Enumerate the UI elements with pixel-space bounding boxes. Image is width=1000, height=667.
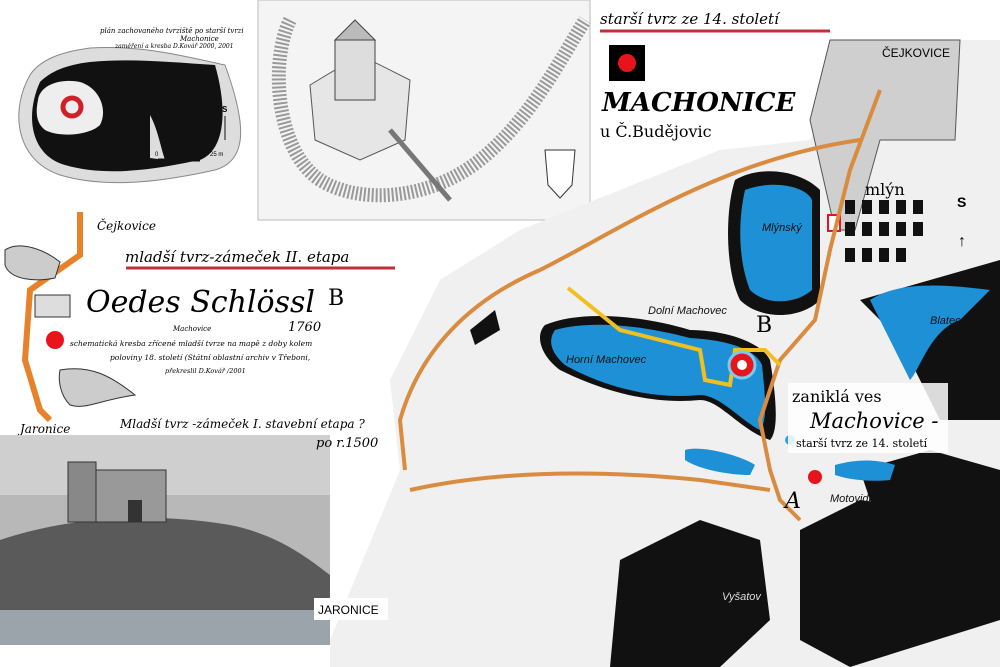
heading-subtitle: u Č.Budějovic bbox=[600, 121, 712, 141]
fort-marker-ring bbox=[60, 95, 84, 119]
label-vysatov: Vyšatov bbox=[722, 591, 762, 603]
engraving-caption: Mladší tvrz -zámeček I. stavební etapa ? bbox=[119, 417, 365, 431]
pond-mlynsky bbox=[740, 184, 812, 302]
label-jaronice: JARONICE bbox=[318, 603, 379, 617]
label-b-old: B bbox=[328, 286, 344, 311]
label-lost-village: zaniklá ves bbox=[792, 387, 882, 406]
label-younger-fort: mladší tvrz-zámeček II. etapa bbox=[125, 248, 349, 266]
label-mill: mlýn bbox=[865, 180, 905, 199]
old-road bbox=[21, 212, 83, 423]
pond-blatec bbox=[870, 285, 990, 380]
label-horni-machovec: Horní Machovec bbox=[566, 354, 647, 366]
engraving-date: po r.1500 bbox=[316, 436, 378, 451]
fort-b-marker bbox=[46, 331, 64, 349]
label-cejkovice-old: Čejkovice bbox=[97, 217, 156, 233]
heading: starší tvrz ze 14. století MACHONICE u Č… bbox=[600, 10, 830, 141]
old-map-1760: Čejkovice mladší tvrz-zámeček II. etapa … bbox=[4, 212, 395, 436]
label-mlynsky: Mlýnský bbox=[762, 222, 803, 234]
pond-machovec bbox=[551, 324, 766, 430]
scale-start: 0 bbox=[155, 152, 159, 158]
label-year: 1760 bbox=[288, 320, 321, 335]
plan-title: plán zachovaného tvrziště po starší tvrz… bbox=[100, 27, 244, 35]
label-a: A bbox=[783, 489, 801, 514]
heading-village: MACHONICE bbox=[601, 88, 796, 118]
label-jaronice-old: Jaronice bbox=[17, 422, 70, 436]
scale-end: 25 m bbox=[210, 152, 223, 158]
script-title: Oedes Schlössl bbox=[86, 285, 315, 320]
road bbox=[397, 138, 861, 471]
label-machovice-old: Machovice bbox=[172, 325, 211, 333]
desc-line-2: poloviny 18. století (Státní oblastní ar… bbox=[110, 353, 310, 362]
map-north: S bbox=[957, 194, 966, 210]
marker-a bbox=[808, 470, 822, 484]
label-machovice: Machovice - bbox=[809, 409, 939, 433]
north-arrow-icon: ↑ bbox=[958, 233, 966, 250]
fort-reconstruction-drawing bbox=[257, 0, 591, 221]
coat-of-arms-icon bbox=[544, 149, 576, 199]
heading-older-fort: starší tvrz ze 14. století bbox=[600, 10, 781, 28]
desc-line-1: schematická kresba zřícené mladší tvrze … bbox=[70, 339, 312, 348]
castle-icon bbox=[34, 294, 71, 318]
plan-north: S bbox=[222, 105, 228, 114]
main-map: ČEJKOVICE mlýn S ↑ Mlýnský Dolní Machove… bbox=[330, 39, 1000, 667]
label-dolni-machovec: Dolní Machovec bbox=[648, 305, 727, 317]
mill-buildings bbox=[845, 200, 923, 262]
plan-place: Machonice bbox=[179, 35, 219, 43]
castle-engraving: Mladší tvrz -zámeček I. stavební etapa ?… bbox=[0, 417, 388, 645]
label-motovidlo: Motovidlo bbox=[830, 493, 877, 505]
label-cejkovice: ČEJKOVICE bbox=[882, 45, 950, 60]
road bbox=[757, 89, 882, 522]
plan-credit: zaměření a kresba D.Kovář 2000, 2001 bbox=[114, 43, 234, 50]
path-trail bbox=[566, 286, 782, 388]
desc-line-3: překreslil D.Kovář /2001 bbox=[165, 367, 246, 375]
pond-motovidlo bbox=[835, 460, 895, 481]
road bbox=[409, 471, 771, 492]
label-b: B bbox=[756, 313, 772, 338]
fort-plan-inset: plán zachovaného tvrziště po starší tvrz… bbox=[18, 27, 244, 184]
label-blatec: Blatec bbox=[930, 315, 961, 327]
label-older-fort-note: starší tvrz ze 14. století bbox=[796, 437, 928, 450]
